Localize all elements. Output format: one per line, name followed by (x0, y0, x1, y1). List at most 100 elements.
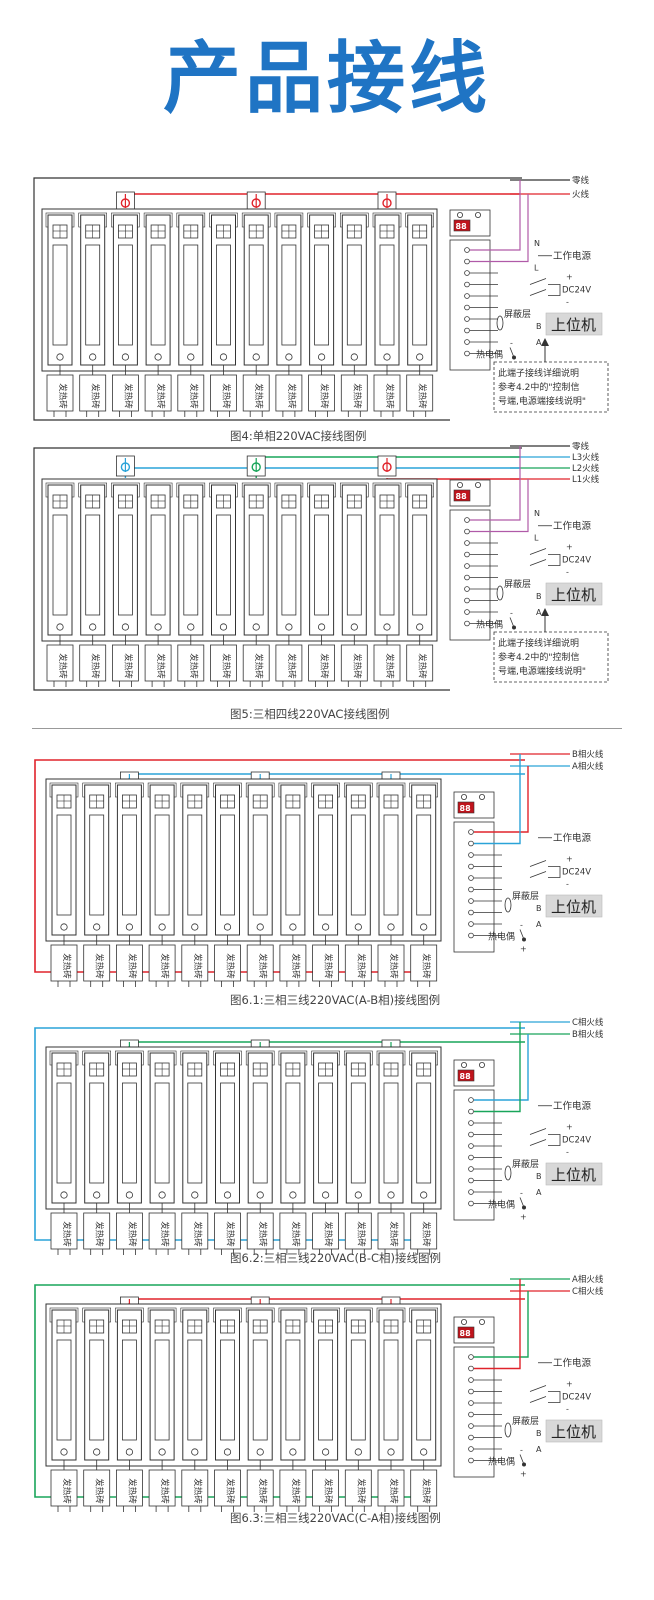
module-window (248, 514, 264, 616)
heating-module: 发热砖 (143, 482, 173, 687)
shield-label: 屏蔽层 (504, 578, 531, 590)
heating-brick-label: 发热砖 (122, 383, 133, 409)
rs485-b-label: B (536, 1172, 542, 1181)
heating-module: 发热砖 (176, 482, 206, 687)
controller-terminal (468, 932, 474, 939)
segment-digits: 88 (460, 1072, 472, 1081)
heating-brick-label: 发热砖 (94, 1478, 105, 1504)
heating-module: 发热砖 (209, 212, 238, 417)
heating-brick-label: 发热砖 (257, 1478, 268, 1504)
segment-digits: 88 (456, 492, 468, 501)
plus-sign: + (566, 855, 573, 864)
heating-brick (275, 644, 303, 682)
rs485-b-label: B (536, 1429, 542, 1438)
phase-feed-wire (474, 754, 521, 845)
shield-ring (504, 1422, 512, 1438)
heating-brick (275, 374, 303, 412)
segment-display (457, 1326, 475, 1339)
rs485-a-label: A (536, 608, 542, 617)
heating-module: 发热砖 (213, 782, 242, 987)
heating-module: 发热砖 (372, 482, 402, 687)
heating-brick-label: 发热砖 (57, 383, 68, 409)
module-window (56, 814, 72, 916)
host-computer-box (545, 1162, 603, 1186)
plus-sign: + (520, 945, 527, 954)
heating-brick (344, 1212, 372, 1250)
heating-brick-label: 发热砖 (61, 1478, 72, 1504)
heating-module: 发热砖 (409, 1050, 439, 1255)
heating-brick (79, 644, 107, 682)
segment-display (453, 489, 471, 502)
heating-brick (50, 1212, 78, 1250)
minus-sign: - (566, 880, 569, 889)
module-bottom-terminal (158, 1191, 166, 1199)
heating-module: 发热砖 (115, 1307, 144, 1512)
heating-module: 发热砖 (49, 1307, 79, 1512)
module-bottom-terminal (387, 1191, 395, 1199)
relay-contact (529, 548, 547, 555)
button-down-icon (460, 794, 467, 801)
module-bottom-terminal (187, 353, 195, 361)
module-bottom-terminal (223, 1448, 232, 1456)
host-computer-label: 上位机 (551, 586, 596, 604)
module-window (416, 814, 432, 916)
segment-display (457, 801, 475, 814)
neutral-wire (33, 447, 522, 691)
relay-contact (529, 860, 547, 867)
heating-module: 发热砖 (78, 482, 107, 687)
controller-terminal (468, 909, 474, 916)
plus-sign: + (520, 1213, 527, 1222)
heating-module: 发热砖 (405, 482, 435, 687)
controller-terminal (464, 597, 470, 604)
heating-brick (210, 374, 237, 412)
module-window (220, 1082, 235, 1184)
module-bottom-terminal (321, 923, 330, 931)
heating-module: 发热砖 (45, 212, 75, 417)
controller-terminal (468, 1434, 474, 1441)
module-window (187, 1082, 203, 1184)
heating-brick (83, 944, 111, 982)
heating-brick-label: 发热砖 (159, 1478, 170, 1504)
heating-module: 发热砖 (405, 212, 435, 417)
minus-sign: - (566, 568, 569, 577)
relay-contact (529, 871, 547, 878)
note-box (493, 631, 609, 683)
heating-brick-label: 发热砖 (319, 653, 330, 679)
heating-brick-label: 发热砖 (421, 953, 432, 979)
segment-digits: 88 (460, 1329, 472, 1338)
module-window (187, 814, 203, 916)
heating-brick (181, 1469, 209, 1507)
din-rail-backplate (45, 1046, 442, 1210)
minus-sign: - (566, 298, 569, 307)
note-arrowhead (541, 608, 549, 616)
module-bottom-terminal (416, 353, 424, 361)
module-bottom-terminal (387, 1448, 395, 1456)
heating-module: 发热砖 (311, 1307, 340, 1512)
module-window (154, 814, 170, 916)
diagram-svg: A相火线C相火线发热砖发热砖发热砖发热砖发热砖发热砖发热砖发热砖发热砖发热砖发热… (34, 1274, 604, 1512)
controller-terminal (468, 1131, 474, 1138)
heating-module: 发热砖 (339, 482, 369, 687)
controller-terminal (464, 339, 470, 345)
heating-brick-label: 发热砖 (225, 1221, 236, 1247)
heating-brick-label: 发热砖 (253, 653, 264, 679)
controller-terminal (468, 1400, 474, 1406)
terminal-n-label: N (534, 239, 540, 248)
heating-module: 发热砖 (78, 212, 107, 417)
diagram-svg: 零线L3火线L2火线L1火线发热砖发热砖发热砖发热砖发热砖发热砖发热砖发热砖发热… (33, 441, 609, 691)
controller-terminal (464, 270, 470, 276)
heating-brick (46, 644, 74, 682)
controller-terminal (464, 528, 470, 535)
diagram-caption: 图6.1:三相三线220VAC(A-B相)接线图例 (230, 993, 441, 1007)
heating-brick-label: 发热砖 (253, 383, 264, 409)
module-bottom-terminal (420, 1448, 428, 1456)
heating-brick (312, 1469, 340, 1507)
supply-wire-label: A相火线 (572, 761, 604, 772)
supply-wire-label: 零线 (572, 175, 590, 186)
diagram-svg: 零线火线发热砖发热砖发热砖发热砖发热砖发热砖发热砖发热砖发热砖发热砖发热砖发热砖… (33, 175, 609, 421)
thermocouple-junction (522, 937, 526, 942)
diagram-caption: 图5:三相四线220VAC接线图例 (230, 707, 390, 721)
heating-module: 发热砖 (409, 782, 439, 987)
live-feed-wire (470, 194, 529, 263)
